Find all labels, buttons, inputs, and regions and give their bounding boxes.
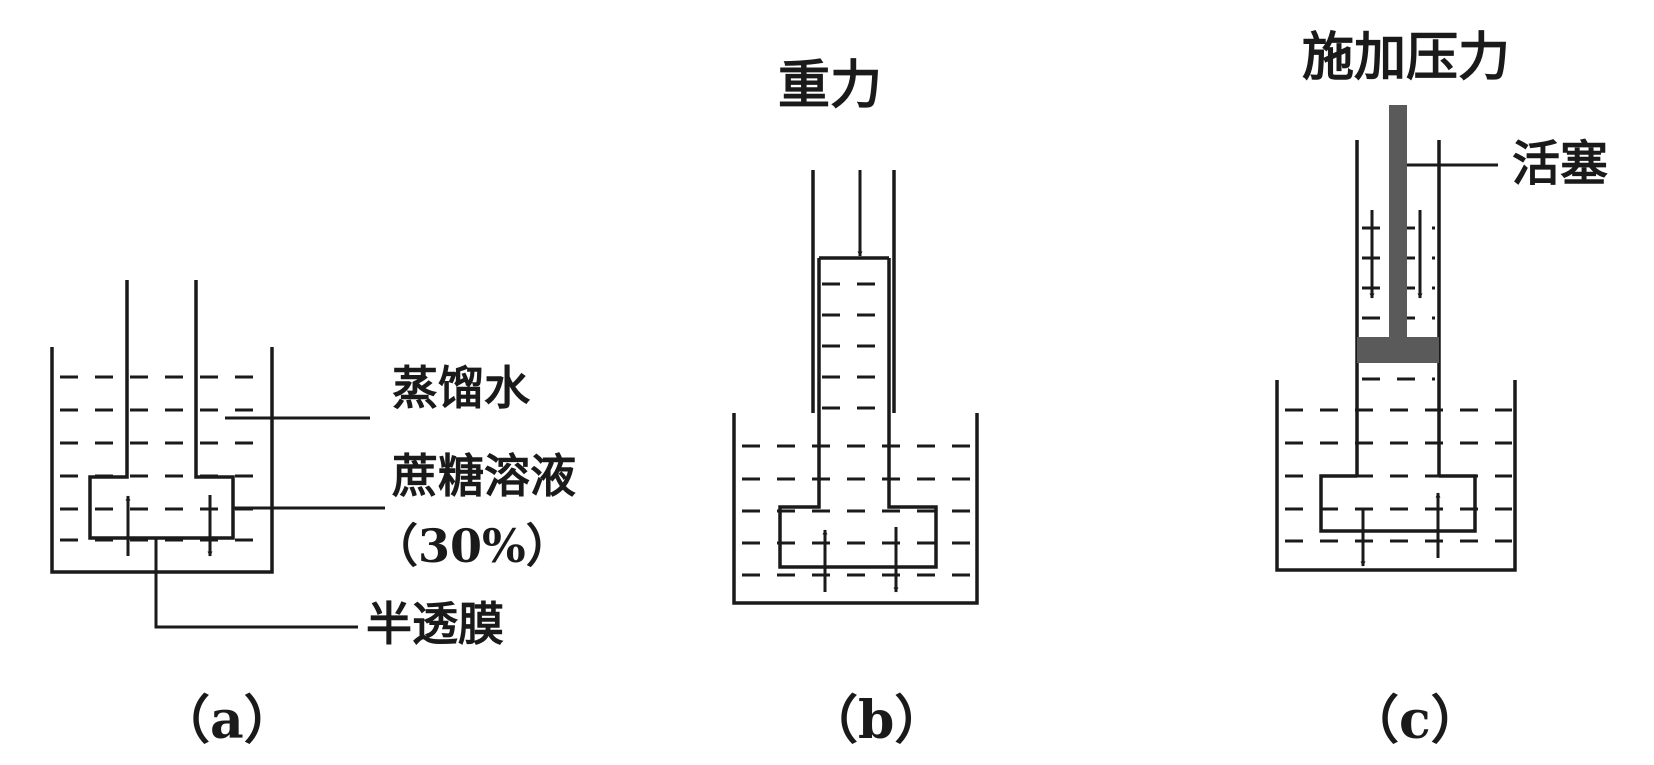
caption-a: （a）	[158, 690, 296, 751]
label-semipermeable-membrane: 半透膜	[366, 597, 504, 651]
leader-membrane	[154, 538, 358, 629]
label-sucrose-solution: 蔗糖溶液	[392, 449, 576, 503]
label-applied-pressure: 施加压力	[1302, 27, 1510, 88]
chamber-c	[1319, 474, 1477, 533]
beaker-a	[50, 347, 274, 574]
label-gravity: 重力	[778, 55, 882, 116]
beaker-c	[1275, 380, 1517, 572]
panel-c: 施加压力 活塞 （c）	[1275, 27, 1608, 751]
outer-water-liquid-c	[1285, 408, 1512, 543]
caption-c: （c）	[1347, 690, 1483, 751]
beaker-b	[732, 413, 979, 605]
tube-liquid-b	[822, 282, 890, 410]
piston-head	[1357, 337, 1439, 363]
caption-b: （b）	[806, 690, 946, 751]
label-distilled-water: 蒸馏水	[392, 361, 531, 415]
label-concentration: （30%）	[372, 519, 572, 573]
funnel-b	[778, 256, 938, 569]
outer-water-liquid-b	[742, 444, 973, 577]
panel-a: 蒸馏水 蔗糖溶液 （30%） 半透膜 （a）	[50, 280, 576, 751]
funnel-a	[88, 280, 235, 540]
piston-rod	[1389, 105, 1407, 337]
label-piston: 活塞	[1512, 136, 1608, 192]
panel-b: 重力 （b）	[732, 55, 979, 751]
